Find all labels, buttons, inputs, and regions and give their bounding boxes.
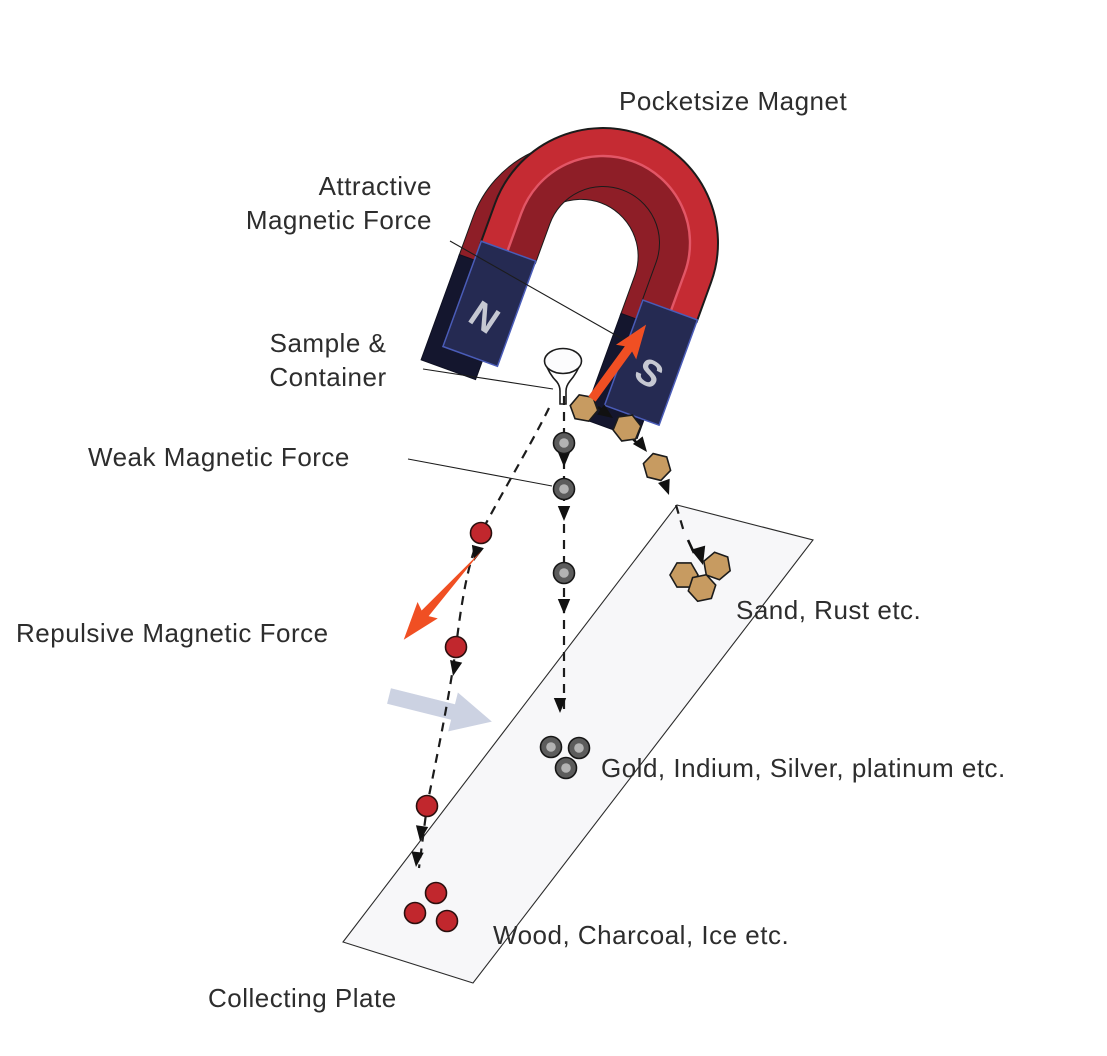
- leader-line-attractive: [449, 240, 627, 342]
- north-pole: [441, 240, 537, 368]
- repelled-particle: [424, 881, 448, 905]
- trajectory-repelled: [403, 407, 550, 933]
- label-repulsive-force: Repulsive Magnetic Force: [16, 618, 329, 648]
- label-sample-line1: Sample &: [269, 328, 387, 358]
- label-sample-line2: Container: [269, 362, 387, 393]
- metal-particle: [552, 561, 576, 585]
- attractive-force-arrow: [588, 324, 647, 402]
- label-weak-force: Weak Magnetic Force: [88, 442, 350, 472]
- trajectory-attracted: [567, 392, 736, 604]
- diagram-title: Pocketsize Magnet: [619, 86, 848, 116]
- leader-line-sample: [422, 368, 554, 390]
- label-attractive-line2: Magnetic Force: [245, 205, 432, 236]
- metal-particle: [567, 736, 591, 760]
- flow-direction-arrow: [387, 688, 492, 732]
- label-attractive-force: Attractive Magnetic Force: [246, 169, 432, 238]
- metal-particle: [554, 756, 578, 780]
- sand-particle: [639, 451, 675, 483]
- metal-particle: [552, 431, 576, 455]
- horseshoe-magnet-icon: N S: [420, 127, 719, 440]
- label-material-sand: Sand, Rust etc.: [736, 595, 922, 625]
- label-material-metals: Gold, Indium, Silver, platinum etc.: [601, 753, 1006, 783]
- sample-funnel-icon: [543, 347, 583, 405]
- repelled-particle: [435, 909, 459, 933]
- repelled-particle: [444, 635, 468, 659]
- label-collecting-plate: Collecting Plate: [208, 983, 397, 1013]
- trajectory-weak-magnetic: [539, 396, 591, 780]
- repelled-particle: [403, 901, 427, 925]
- repelled-particle: [469, 521, 493, 545]
- label-attractive-line1: Attractive: [318, 171, 432, 201]
- label-sample-container: Sample & Container: [230, 326, 426, 395]
- repulsive-force-arrow: [403, 550, 482, 640]
- metal-particle: [552, 477, 576, 501]
- metal-particle: [539, 735, 563, 759]
- repelled-particle: [415, 794, 439, 818]
- leader-line-weak: [407, 458, 553, 487]
- label-material-nonmagnetic: Wood, Charcoal, Ice etc.: [493, 920, 790, 950]
